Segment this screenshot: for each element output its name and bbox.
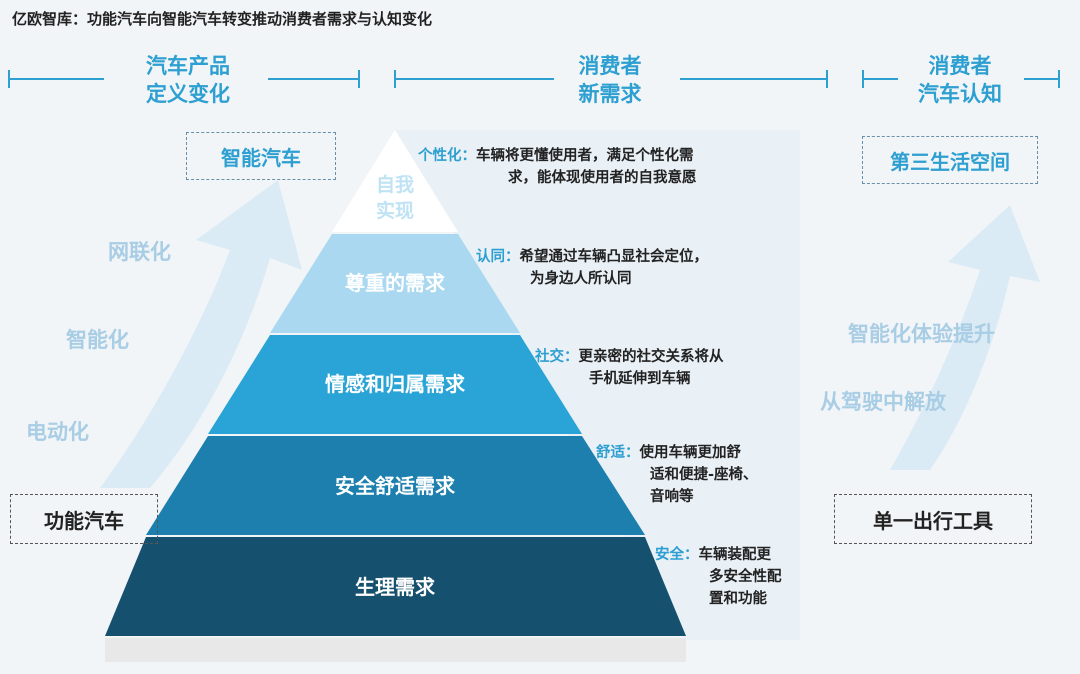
desc-safety: 安全：车辆装配更 多安全性配 置和功能 <box>655 544 825 610</box>
left-bracket-end <box>358 70 360 88</box>
right-bracket-end <box>1058 70 1060 88</box>
header-needs-line2: 新需求 <box>578 82 642 106</box>
desc-recognition-line2: 为身边人所认同 <box>530 271 632 287</box>
header-product-definition: 汽车产品 定义变化 <box>118 52 258 108</box>
label-belonging: 情感和归属需求 <box>325 372 465 396</box>
desc-social: 社交：更亲密的社交关系将从 手机延伸到车辆 <box>535 346 815 390</box>
header-cognition-line1: 消费者 <box>928 54 992 78</box>
desc-recognition-key: 认同： <box>476 249 520 265</box>
functional-car-box: 功能汽车 <box>10 494 158 544</box>
mid-bracket-end <box>826 70 828 88</box>
label-esteem: 尊重的需求 <box>345 271 445 295</box>
header-needs-line1: 消费者 <box>578 54 642 78</box>
desc-comfort-line1: 使用车辆更加舒 <box>639 445 742 461</box>
desc-personalization-key: 个性化： <box>418 148 476 164</box>
desc-safety-line1: 车辆装配更 <box>698 547 772 563</box>
desc-safety-line3: 置和功能 <box>709 591 767 607</box>
left-upward-arrow <box>100 180 302 488</box>
desc-comfort-key: 舒适： <box>596 445 640 461</box>
desc-safety-key: 安全： <box>655 547 699 563</box>
pyramid-level-safety <box>146 436 645 535</box>
desc-safety-line2: 多安全性配 <box>709 569 782 585</box>
step-electric: 电动化 <box>26 420 89 444</box>
desc-social-line1: 更亲密的社交关系将从 <box>578 349 724 365</box>
left-bracket-line-b <box>268 78 360 80</box>
header-product-line2: 定义变化 <box>146 82 230 106</box>
header-consumer-needs: 消费者 新需求 <box>545 52 675 108</box>
step-freed-from-driving: 从驾驶中解放 <box>820 390 946 414</box>
desc-personalization: 个性化：车辆将更懂使用者，满足个性化需 求，能体现使用者的自我意愿 <box>418 145 818 189</box>
desc-comfort: 舒适：使用车辆更加舒 适和便捷-座椅、 音响等 <box>596 442 816 508</box>
step-intelligent: 智能化 <box>66 328 129 352</box>
pyramid-level-esteem <box>270 234 520 333</box>
step-connected: 网联化 <box>108 240 171 264</box>
desc-social-line2: 手机延伸到车辆 <box>589 371 691 387</box>
single-transport-tool-box: 单一出行工具 <box>834 494 1032 544</box>
header-cognition-line2: 汽车认知 <box>918 82 1002 106</box>
mid-bracket-line-a <box>394 78 554 80</box>
desc-comfort-line3: 音响等 <box>650 489 694 505</box>
label-safety: 安全舒适需求 <box>335 474 455 498</box>
pyramid-level-self-actualization <box>332 130 458 232</box>
right-bracket-line-b <box>1024 78 1060 80</box>
mid-bracket-line-b <box>680 78 828 80</box>
desc-personalization-line2: 求，能体现使用者的自我意愿 <box>508 170 697 186</box>
third-living-space-box: 第三生活空间 <box>862 136 1038 184</box>
desc-recognition-line1: 希望通过车辆凸显社会定位， <box>519 249 709 265</box>
left-bracket-line-a <box>8 78 104 80</box>
pyramid-level-physiological <box>105 537 686 636</box>
right-upward-arrow <box>890 205 1040 470</box>
desc-comfort-line2: 适和便捷-座椅、 <box>650 467 758 483</box>
header-consumer-cognition: 消费者 汽车认知 <box>898 52 1022 108</box>
desc-recognition: 认同：希望通过车辆凸显社会定位， 为身边人所认同 <box>476 246 816 290</box>
header-product-line1: 汽车产品 <box>146 54 230 78</box>
description-shade <box>395 130 800 640</box>
desc-social-key: 社交： <box>535 349 579 365</box>
pyramid-level-belonging <box>208 335 582 434</box>
label-self-line2: 实现 <box>375 200 414 222</box>
step-experience-upgrade: 智能化体验提升 <box>848 322 995 346</box>
label-self-actualization: 自我 实现 <box>345 172 445 224</box>
label-physiological: 生理需求 <box>355 575 435 599</box>
pyramid-base-hatch <box>105 638 686 662</box>
label-self-line1: 自我 <box>375 174 414 196</box>
smart-car-box: 智能汽车 <box>186 132 336 180</box>
page-title: 亿欧智库：功能汽车向智能汽车转变推动消费者需求与认知变化 <box>12 10 433 28</box>
desc-personalization-line1: 车辆将更懂使用者，满足个性化需 <box>476 148 694 164</box>
right-bracket-line-a <box>862 78 898 80</box>
